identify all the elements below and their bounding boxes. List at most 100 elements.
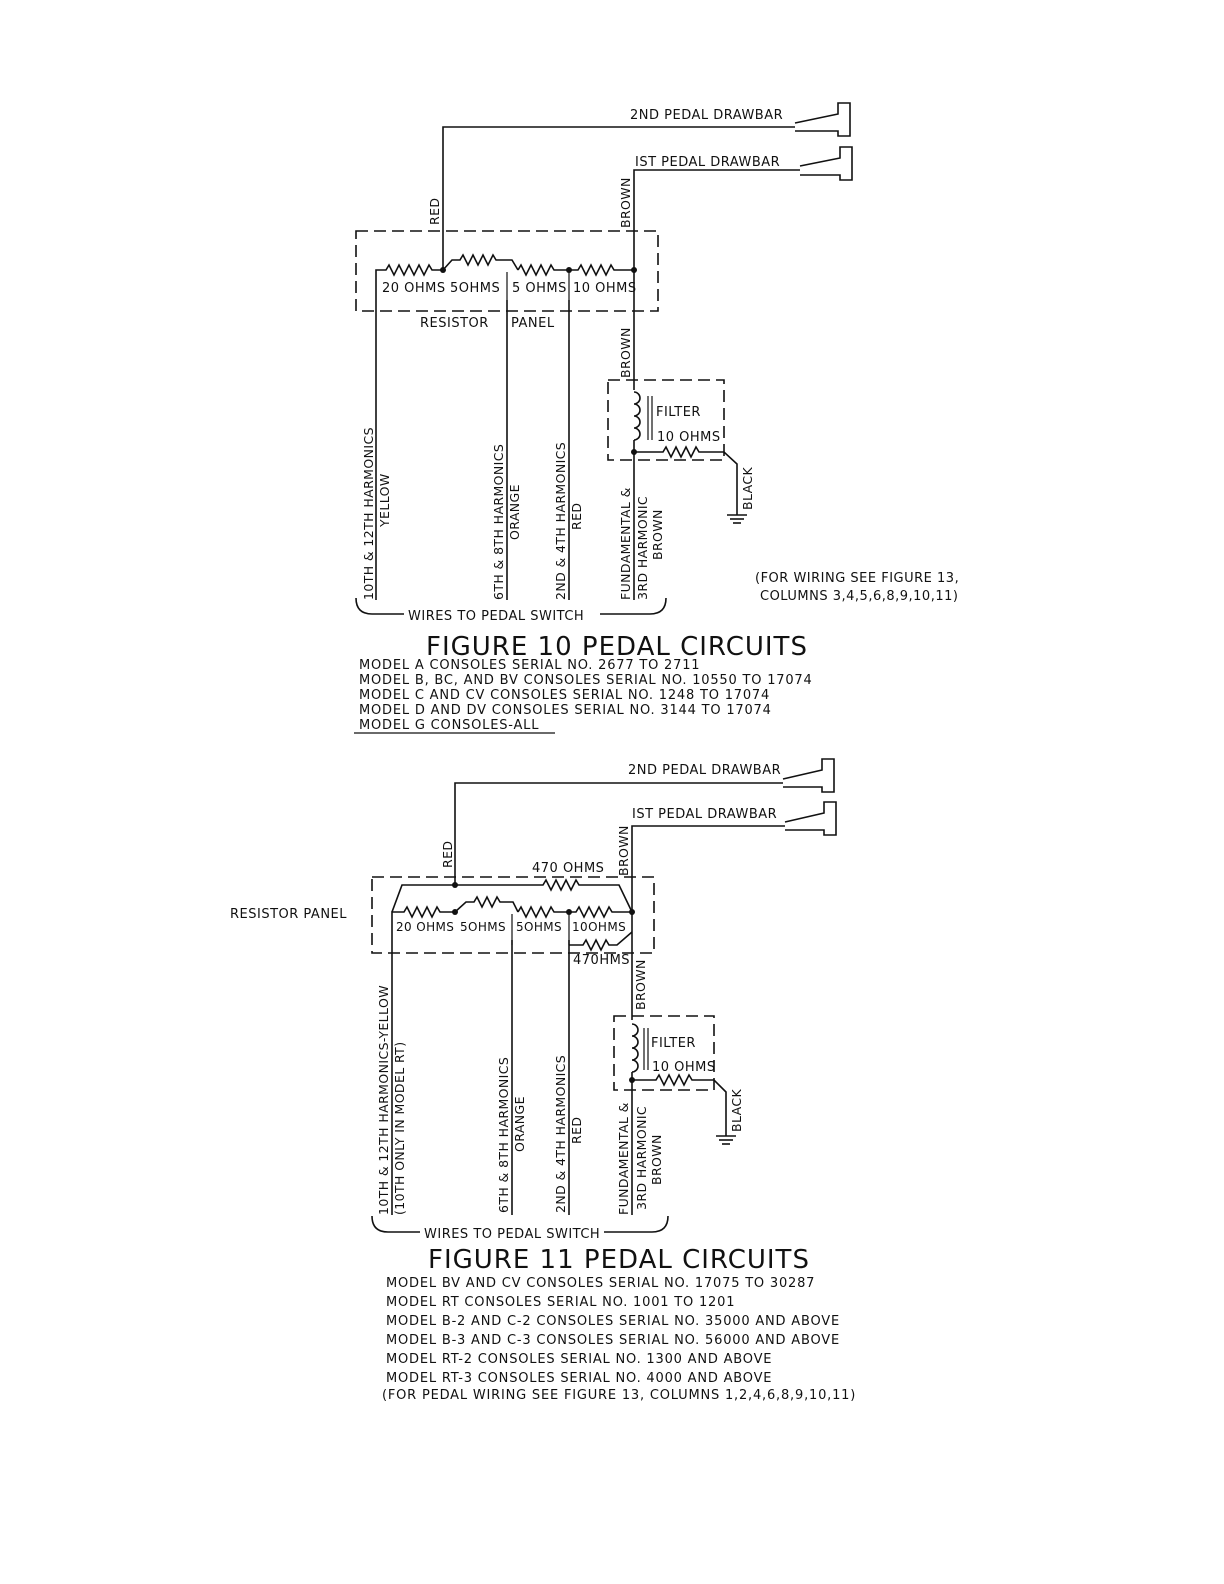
resistor-5b-label: 5 OHMS: [512, 281, 567, 296]
junction-dot: [566, 909, 572, 915]
brown-wire-top: [633, 169, 800, 268]
filter-resistor-label: 10 OHMS: [657, 430, 721, 445]
brown-wire-top: [631, 825, 785, 915]
wire-orange-color: ORANGE: [507, 484, 522, 540]
wire-red-color: RED: [569, 503, 584, 530]
wiring-note-line-2: COLUMNS 3,4,5,6,8,9,10,11): [760, 589, 958, 604]
filter-resistor: [633, 440, 738, 515]
junction-dot: [566, 267, 572, 273]
drawbar-2-label: 2ND PEDAL DRAWBAR: [630, 108, 783, 123]
resistor-20-label: 20 OHMS: [396, 920, 454, 934]
model-line: MODEL D AND DV CONSOLES SERIAL NO. 3144 …: [359, 703, 772, 718]
resistor-10-ohms: [569, 905, 632, 919]
drawbar-1-label: IST PEDAL DRAWBAR: [635, 155, 780, 170]
wire-red-label: 2ND & 4TH HARMONICS: [553, 442, 568, 600]
brace-left: [371, 1215, 420, 1233]
filter-box: [607, 379, 725, 461]
filter-coil: [631, 1023, 639, 1073]
wires-to-switch-label: WIRES TO PEDAL SWITCH: [424, 1227, 600, 1242]
model-line: MODEL B-2 AND C-2 CONSOLES SERIAL NO. 35…: [386, 1314, 840, 1329]
resistor-panel-box: [371, 876, 655, 954]
brace-right: [600, 597, 667, 615]
filter-resistor: [631, 1072, 727, 1136]
resistor-10-label: 10 OHMS: [573, 281, 637, 296]
wire-yellow-label: 10TH & 12TH HARMONICS-YELLOW: [376, 985, 391, 1215]
resistor-47-ohms: [569, 931, 633, 952]
wire-red-label: 2ND & 4TH HARMONICS: [553, 1055, 568, 1213]
wire-brown-label: FUNDAMENTAL &: [616, 1102, 631, 1215]
red-wire: [454, 782, 783, 885]
resistor-panel-label-left: RESISTOR: [420, 316, 489, 331]
model-line: MODEL C AND CV CONSOLES SERIAL NO. 1248 …: [359, 688, 770, 703]
wires-to-switch-label: WIRES TO PEDAL SWITCH: [408, 609, 584, 624]
resistor-panel-label: RESISTOR PANEL: [230, 907, 347, 922]
wire-yellow-note: (10TH ONLY IN MODEL RT): [392, 1042, 407, 1215]
resistor-5-ohms-a: [442, 253, 519, 271]
wire-brown-label-2: 3RD HARMONIC: [634, 1106, 649, 1210]
red-wire: [442, 126, 795, 268]
model-line: MODEL A CONSOLES SERIAL NO. 2677 TO 2711: [359, 658, 700, 673]
wire-orange-label: 6TH & 8TH HARMONICS: [496, 1057, 511, 1213]
brown-wire-top-label: BROWN: [618, 177, 633, 228]
brown-wire-top-label: BROWN: [616, 825, 631, 876]
model-line: MODEL B-3 AND C-3 CONSOLES SERIAL NO. 56…: [386, 1333, 840, 1348]
resistor-10-label: 10OHMS: [572, 920, 626, 934]
resistor-470-ohms-top: [391, 878, 633, 913]
wire-brown-color: BROWN: [649, 1134, 664, 1185]
resistor-panel-label-right: PANEL: [511, 316, 555, 331]
model-line: MODEL BV AND CV CONSOLES SERIAL NO. 1707…: [386, 1276, 815, 1291]
resistor-5-ohms-a: [454, 895, 519, 913]
wire-yellow-label: 10TH & 12TH HARMONICS: [361, 427, 376, 600]
model-line: MODEL RT-2 CONSOLES SERIAL NO. 1300 AND …: [386, 1352, 772, 1367]
wire-red-color: RED: [569, 1117, 584, 1144]
filter-coil: [633, 391, 641, 441]
brown-wire-mid-label: BROWN: [633, 959, 648, 1010]
resistor-5b-label: 5OHMS: [516, 920, 562, 934]
drawbar-2-symbol: [794, 102, 851, 137]
drawbar-1-symbol: [799, 146, 853, 181]
model-line: MODEL RT CONSOLES SERIAL NO. 1001 TO 120…: [386, 1295, 735, 1310]
resistor-5a-label: 5OHMS: [450, 281, 500, 296]
black-wire-label: BLACK: [729, 1089, 744, 1132]
wiring-note-line-1: (FOR WIRING SEE FIGURE 13,: [755, 571, 959, 586]
red-wire-label: RED: [440, 841, 455, 868]
filter-label: FILTER: [656, 405, 701, 420]
filter-label: FILTER: [651, 1036, 696, 1051]
figure-11-diagram: 2ND PEDAL DRAWBAR IST PEDAL DRAWBAR RED …: [230, 758, 856, 1403]
red-wire-label: RED: [427, 198, 442, 225]
brace-left: [355, 597, 404, 615]
brace-right: [604, 1215, 669, 1233]
drawbar-1-symbol: [784, 801, 837, 836]
wire-brown-label-2: 3RD HARMONIC: [635, 496, 650, 600]
resistor-47-label: 470HMS: [573, 953, 630, 968]
wire-orange-color: ORANGE: [512, 1096, 527, 1152]
resistor-10-ohms: [569, 263, 634, 277]
resistor-5-ohms-b: [517, 263, 569, 277]
model-line: (FOR PEDAL WIRING SEE FIGURE 13, COLUMNS…: [382, 1388, 856, 1403]
wire-orange-label: 6TH & 8TH HARMONICS: [491, 444, 506, 600]
figure-10-diagram: 2ND PEDAL DRAWBAR IST PEDAL DRAWBAR RED …: [354, 102, 959, 734]
wire-yellow-color: YELLOW: [377, 473, 392, 528]
model-line: MODEL B, BC, AND BV CONSOLES SERIAL NO. …: [359, 673, 813, 688]
figure-11-title: FIGURE 11 PEDAL CIRCUITS: [428, 1245, 810, 1275]
resistor-20-ohms: [391, 905, 455, 940]
drawbar-2-symbol: [782, 758, 835, 793]
black-wire-label: BLACK: [740, 467, 755, 510]
junction-dot: [452, 909, 458, 915]
figure-10-title: FIGURE 10 PEDAL CIRCUITS: [426, 632, 808, 662]
resistor-20-ohms: [375, 263, 443, 300]
wire-brown-color: BROWN: [650, 509, 665, 560]
brown-wire-mid-label: BROWN: [618, 327, 633, 378]
wire-brown-label: FUNDAMENTAL &: [618, 487, 633, 600]
resistor-470-top-label: 470 OHMS: [532, 861, 604, 876]
filter-box: [613, 1015, 715, 1091]
filter-resistor-label: 10 OHMS: [652, 1060, 716, 1075]
resistor-5a-label: 5OHMS: [460, 920, 506, 934]
model-line: MODEL G CONSOLES-ALL: [359, 718, 539, 733]
junction-dot: [452, 882, 458, 888]
model-line: MODEL RT-3 CONSOLES SERIAL NO. 4000 AND …: [386, 1371, 772, 1386]
drawbar-2-label: 2ND PEDAL DRAWBAR: [628, 763, 781, 778]
junction-dot: [440, 267, 446, 273]
resistor-20-label: 20 OHMS: [382, 281, 446, 296]
